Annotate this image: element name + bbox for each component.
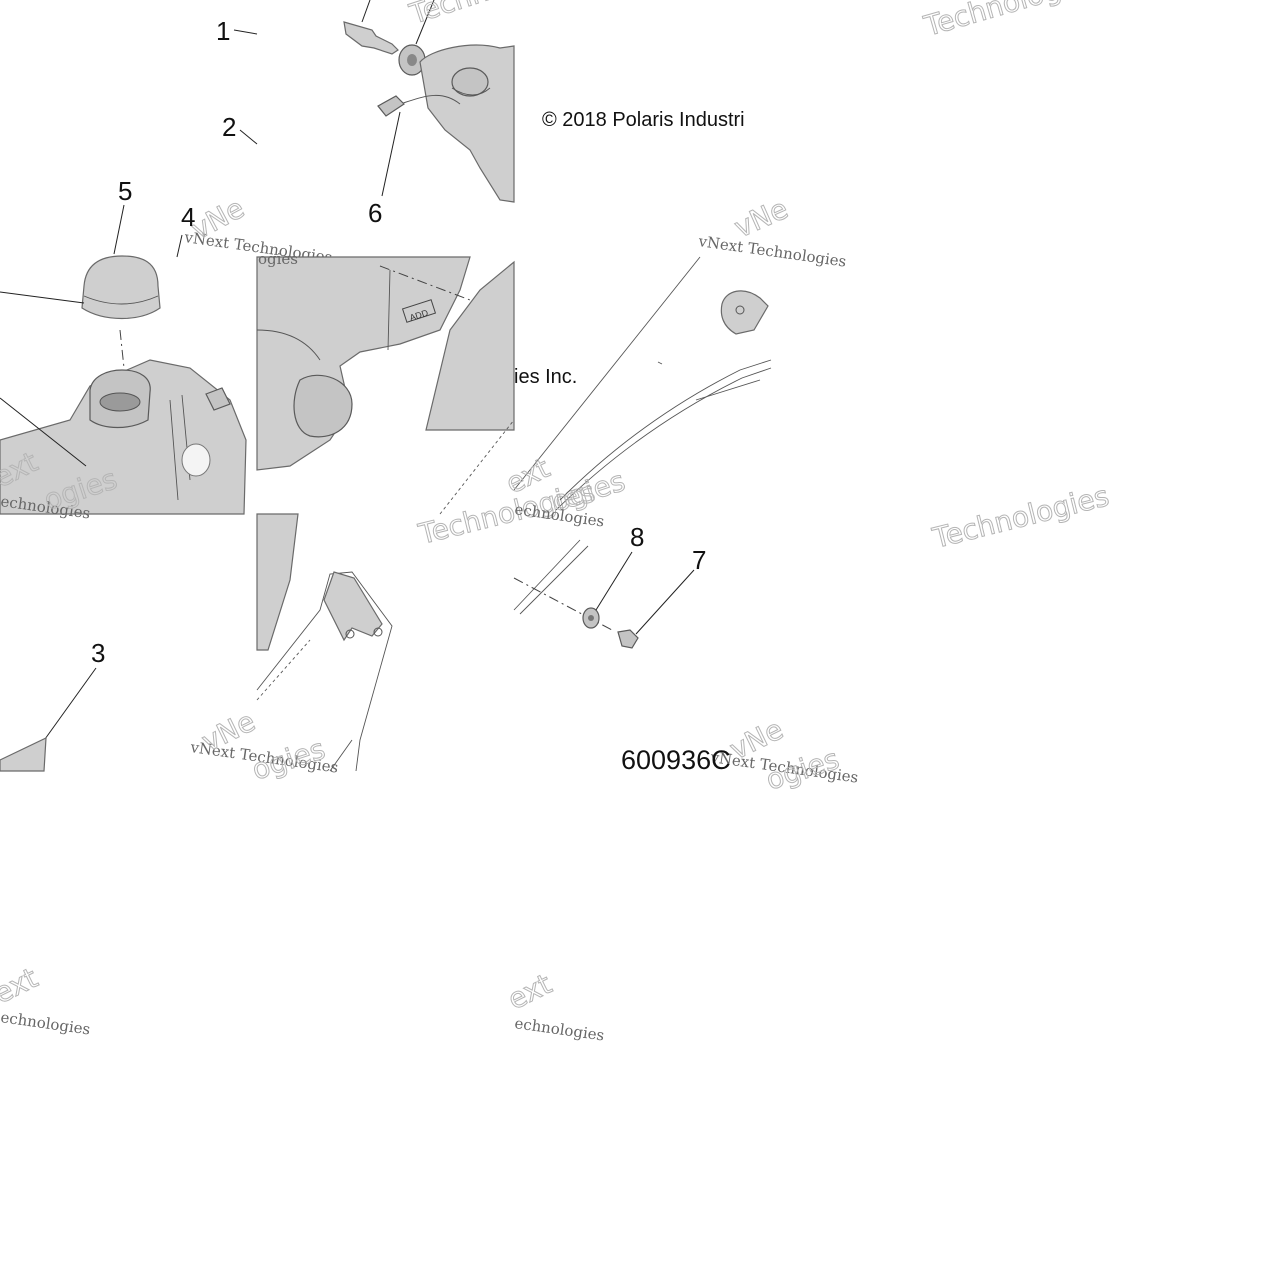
copyright-text-a: © 2018 Polaris Industri	[542, 109, 745, 131]
callout-2: 2	[222, 112, 236, 142]
fender-crease	[256, 269, 391, 361]
mount-hole-a	[345, 629, 355, 639]
watermark-ext-d: ext	[503, 967, 557, 1016]
fender-lower	[256, 513, 299, 651]
leader-5	[113, 204, 125, 255]
reservoir-cap	[451, 67, 489, 97]
callout-3: 3	[91, 638, 105, 668]
bracket-hole	[735, 305, 745, 315]
callout-8: 8	[630, 522, 644, 552]
decal	[401, 299, 437, 323]
leader-4	[176, 234, 183, 258]
tile-top-middle: Technologies	[343, 0, 588, 203]
panel-lower-a	[513, 539, 581, 611]
tank-window	[181, 443, 211, 477]
leader-6	[381, 111, 401, 197]
leader-fitting	[361, 0, 371, 23]
part-number: 600936C	[621, 745, 731, 775]
callout-6: 6	[368, 198, 382, 228]
axis-fastener	[513, 577, 613, 631]
fender-panel	[256, 256, 471, 471]
tile-center: ADD ogies Technologies	[256, 250, 599, 552]
panel-outline-a	[513, 256, 701, 491]
cap-rim	[451, 87, 491, 96]
leader-tank	[0, 397, 87, 467]
tank-tab	[205, 387, 231, 411]
watermark-tech-a: Technologies	[405, 0, 587, 31]
callout-4: 4	[181, 202, 195, 232]
neck-opening	[99, 392, 141, 412]
watermark-echno-c: echnologies	[0, 1008, 92, 1038]
watermark-ogies-e: ogies	[762, 742, 843, 796]
leader-8	[595, 551, 633, 611]
panel-bracket	[720, 290, 769, 335]
grommet-hole	[407, 54, 417, 66]
panel-detail	[657, 361, 761, 401]
screw-head	[617, 629, 639, 649]
axis-cap	[119, 329, 125, 369]
callout-1: 1	[216, 16, 230, 46]
reservoir-top	[419, 44, 515, 203]
hose	[399, 94, 461, 105]
callout-7: 7	[692, 545, 706, 575]
watermark-vnext-b: vNext Technologies	[696, 232, 847, 271]
dashed-edge-b	[256, 639, 311, 701]
panel-lower-b	[519, 545, 589, 615]
leader-7	[635, 569, 695, 635]
watermark-vne-b: vNe	[729, 192, 792, 244]
tile-top-left: vNext Technologies vNe	[176, 29, 334, 267]
cap-ring	[83, 295, 159, 305]
leader-3	[39, 667, 97, 747]
tile-bottom-center: ogies	[247, 513, 393, 787]
watermark-ogies-b: ogies	[258, 250, 298, 268]
watermark-tech-b: Technologies	[920, 0, 1103, 43]
mount-hole-b	[373, 627, 383, 637]
tile-mid-right: vNext Technologies vNe ext ogies	[500, 191, 847, 519]
mount-bracket	[323, 571, 383, 642]
bracket-outline	[256, 571, 393, 772]
watermark-tech-d: Technologies	[929, 479, 1112, 555]
dashed-edge	[439, 419, 515, 515]
part-3-body	[0, 737, 47, 772]
leader-cap-left	[0, 291, 85, 304]
tile-mid-left: ext echnologies ogies	[0, 204, 247, 523]
callout-5: 5	[118, 176, 132, 206]
bracket-edge	[329, 739, 353, 772]
fender-cutout	[293, 374, 353, 438]
copyright-text-b: ies Inc.	[514, 366, 577, 388]
watermark-ext-c: ext	[0, 961, 43, 1010]
panel-outline-b	[559, 359, 772, 501]
hose-connector	[377, 95, 405, 117]
fitting-body	[343, 21, 399, 55]
side-panel-edge	[425, 260, 515, 431]
panel-outline-c	[555, 367, 772, 511]
washer-hole	[588, 615, 594, 621]
leader-2	[239, 129, 258, 145]
leader-grommet	[415, 0, 435, 45]
axis-center	[379, 265, 471, 301]
tile-top-right: Technologies	[919, 0, 1103, 44]
watermark-ogies-d: ogies	[248, 732, 329, 786]
leader-1	[233, 29, 258, 35]
watermark-echno-d: echnologies	[513, 1014, 605, 1044]
tank-cap	[81, 255, 161, 320]
